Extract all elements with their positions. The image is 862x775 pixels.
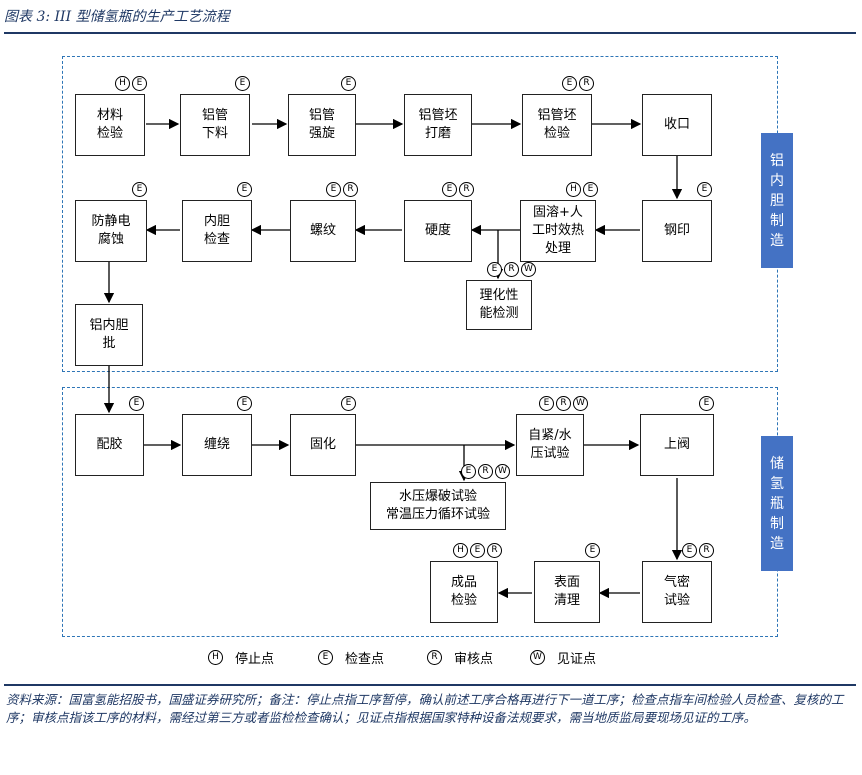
process-step-n5: 铝管坯 检验 bbox=[522, 94, 592, 156]
checkpoint-marks: E bbox=[237, 396, 252, 411]
review-point-icon: R bbox=[427, 650, 442, 665]
checkpoint-marks: E bbox=[697, 182, 712, 197]
checkpoint-marks: E bbox=[129, 396, 144, 411]
legend-inspection: E 检查点 bbox=[318, 648, 384, 667]
inspection-point-icon: E bbox=[132, 76, 147, 91]
review-point-icon: R bbox=[459, 182, 474, 197]
witness-point-icon: W bbox=[530, 650, 545, 665]
legend-hold: H 停止点 bbox=[208, 648, 274, 667]
inspection-point-icon: E bbox=[697, 182, 712, 197]
witness-point-icon: W bbox=[495, 464, 510, 479]
footer-rule bbox=[4, 684, 856, 686]
process-step-n4: 铝管坯 打磨 bbox=[404, 94, 472, 156]
checkpoint-marks: E bbox=[585, 543, 600, 558]
review-point-icon: R bbox=[504, 262, 519, 277]
legend-label: 检查点 bbox=[345, 652, 385, 667]
legend-label: 见证点 bbox=[557, 652, 597, 667]
process-step-n11: 螺纹 bbox=[290, 200, 356, 262]
checkpoint-marks: E bbox=[341, 396, 356, 411]
process-step-n13: 防静电 腐蚀 bbox=[75, 200, 147, 262]
title-rule bbox=[4, 32, 856, 34]
hold-point-icon: H bbox=[208, 650, 223, 665]
process-step-n21: 气密 试验 bbox=[642, 561, 712, 623]
source-note: 资料来源：国富氢能招股书，国盛证券研究所；备注：停止点指工序暂停，确认前述工序合… bbox=[6, 692, 844, 725]
witness-point-icon: W bbox=[521, 262, 536, 277]
process-step-n22: 表面 清理 bbox=[534, 561, 600, 623]
inspection-point-icon: E bbox=[539, 396, 554, 411]
review-point-icon: R bbox=[487, 543, 502, 558]
inspection-point-icon: E bbox=[237, 396, 252, 411]
inspection-point-icon: E bbox=[562, 76, 577, 91]
checkpoint-marks: E bbox=[132, 182, 147, 197]
inspection-point-icon: E bbox=[318, 650, 333, 665]
process-step-n19: 上阀 bbox=[640, 414, 714, 476]
review-point-icon: R bbox=[343, 182, 358, 197]
checkpoint-marks: E bbox=[237, 182, 252, 197]
inspection-point-icon: E bbox=[341, 396, 356, 411]
checkpoint-marks: E bbox=[341, 76, 356, 91]
section-label-vessel: 储氢瓶制造 bbox=[761, 436, 793, 571]
process-step-n3: 铝管 强旋 bbox=[288, 94, 356, 156]
process-step-n14: 铝内胆 批 bbox=[75, 304, 143, 366]
checkpoint-marks: E bbox=[235, 76, 250, 91]
legend-label: 停止点 bbox=[235, 652, 275, 667]
process-step-n17: 固化 bbox=[290, 414, 356, 476]
process-step-n16: 缠绕 bbox=[182, 414, 252, 476]
process-step-n12: 内胆 检查 bbox=[182, 200, 252, 262]
hold-point-icon: H bbox=[566, 182, 581, 197]
process-step-n20: 水压爆破试验 常温压力循环试验 bbox=[370, 482, 506, 530]
inspection-point-icon: E bbox=[699, 396, 714, 411]
inspection-point-icon: E bbox=[235, 76, 250, 91]
process-step-n7: 钢印 bbox=[642, 200, 712, 262]
review-point-icon: R bbox=[556, 396, 571, 411]
process-step-n1: 材料 检验 bbox=[75, 94, 145, 156]
legend-review: R 审核点 bbox=[427, 648, 493, 667]
process-step-n2: 铝管 下料 bbox=[180, 94, 250, 156]
review-point-icon: R bbox=[699, 543, 714, 558]
process-step-n6: 收口 bbox=[642, 94, 712, 156]
process-step-n8: 固溶+人 工时效热 处理 bbox=[520, 200, 596, 262]
checkpoint-marks: E bbox=[699, 396, 714, 411]
process-step-n23: 成品 检验 bbox=[430, 561, 498, 623]
process-step-n18: 自紧/水 压试验 bbox=[516, 414, 584, 476]
process-step-n10: 硬度 bbox=[404, 200, 472, 262]
inspection-point-icon: E bbox=[470, 543, 485, 558]
inspection-point-icon: E bbox=[341, 76, 356, 91]
review-point-icon: R bbox=[478, 464, 493, 479]
inspection-point-icon: E bbox=[132, 182, 147, 197]
legend-label: 审核点 bbox=[454, 652, 494, 667]
review-point-icon: R bbox=[579, 76, 594, 91]
inspection-point-icon: E bbox=[237, 182, 252, 197]
inspection-point-icon: E bbox=[487, 262, 502, 277]
inspection-point-icon: E bbox=[682, 543, 697, 558]
inspection-point-icon: E bbox=[583, 182, 598, 197]
process-step-n15: 配胶 bbox=[75, 414, 144, 476]
witness-point-icon: W bbox=[573, 396, 588, 411]
process-step-n9: 理化性 能检测 bbox=[466, 280, 532, 330]
inspection-point-icon: E bbox=[442, 182, 457, 197]
inspection-point-icon: E bbox=[461, 464, 476, 479]
figure-title: 图表 3: III 型储氢瓶的生产工艺流程 bbox=[4, 9, 230, 25]
inspection-point-icon: E bbox=[129, 396, 144, 411]
inspection-point-icon: E bbox=[585, 543, 600, 558]
hold-point-icon: H bbox=[453, 543, 468, 558]
inspection-point-icon: E bbox=[326, 182, 341, 197]
hold-point-icon: H bbox=[115, 76, 130, 91]
legend-witness: W 见证点 bbox=[530, 648, 596, 667]
section-label-liner: 铝内胆制造 bbox=[761, 133, 793, 268]
